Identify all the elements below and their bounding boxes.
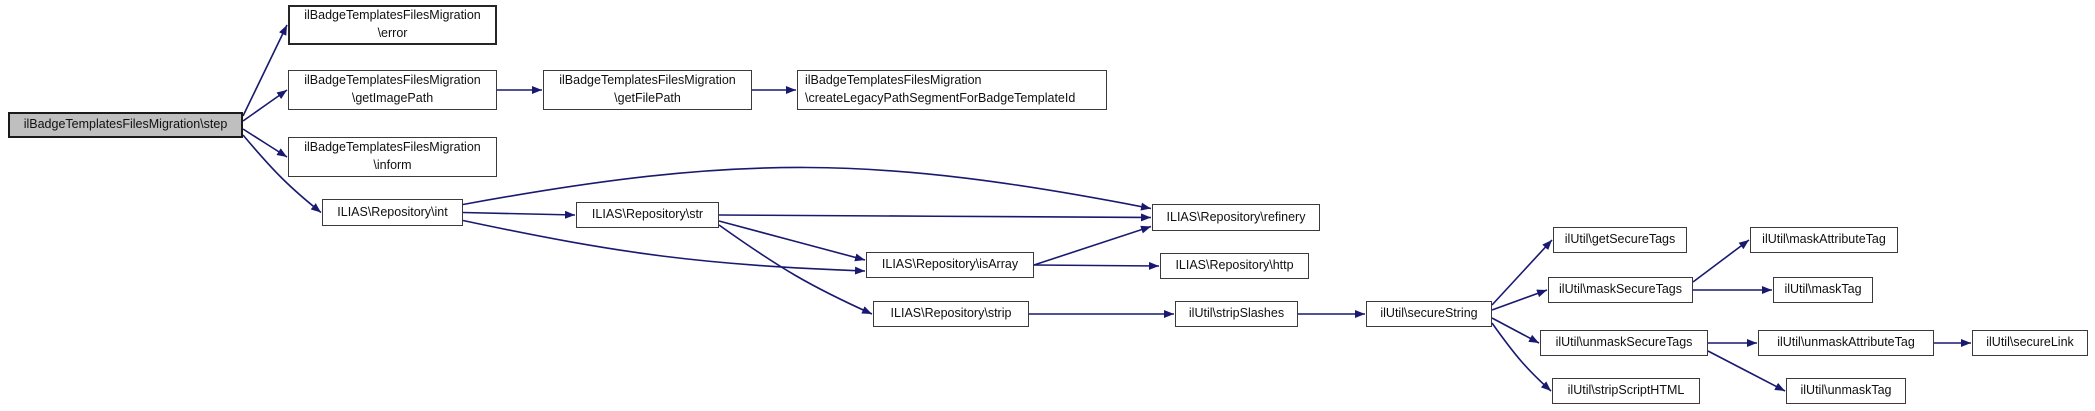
node-label: ilUtil\getSecureTags [1564,232,1676,247]
node-label: ILIAS\Repository\refinery [1166,209,1306,224]
node-label: ILIAS\Repository\http [1175,258,1294,273]
edge-secure-string-strip-script-html [1491,322,1552,392]
edge-secure-string-unmask-secure-tags [1491,317,1540,344]
node-label: ilUtil\maskTag [1784,282,1862,297]
edge-step-inform [242,128,288,158]
node-label: ilBadgeTemplatesFilesMigration [805,73,982,88]
node-label: \getImagePath [351,91,434,105]
edge-unmask-secure-tags-unmask-tag [1707,350,1786,392]
edge-int-str [462,210,576,219]
node-label: ilBadgeTemplatesFilesMigration [304,140,481,155]
node-label: \error [377,26,408,40]
node-error[interactable]: ilBadgeTemplatesFilesMigration \error [288,5,497,45]
edge-step-error [242,24,288,117]
node-label: ILIAS\Repository\strip [890,306,1012,321]
node-unmask-attribute-tag[interactable]: ilUtil\unmaskAttributeTag [1758,330,1934,356]
node-secure-link[interactable]: ilUtil\secureLink [1972,330,2088,356]
edge-step-get-image-path [242,89,288,122]
node-get-secure-tags[interactable]: ilUtil\getSecureTags [1553,227,1687,253]
node-get-file-path[interactable]: ilBadgeTemplatesFilesMigration \getFilePa… [543,70,752,110]
node-label: \createLegacyPathSegmentForBadgeTemplate… [805,91,1076,105]
node-create-legacy-path-segment[interactable]: ilBadgeTemplatesFilesMigration \createLeg… [797,70,1107,110]
node-unmask-tag[interactable]: ilUtil\unmaskTag [1786,378,1906,404]
node-unmask-secure-tags[interactable]: ilUtil\unmaskSecureTags [1540,330,1708,356]
node-label: ilUtil\maskAttributeTag [1762,232,1886,247]
node-strip-script-html[interactable]: ilUtil\stripScriptHTML [1552,378,1700,404]
node-label: ilUtil\stripScriptHTML [1567,383,1685,398]
node-mask-tag[interactable]: ilUtil\maskTag [1773,277,1873,303]
node-label: ilUtil\secureLink [1986,335,2074,350]
edge-mask-secure-tags-mask-attribute-tag [1692,239,1750,283]
node-label: ILIAS\Repository\str [591,207,704,222]
node-label: \getFilePath [614,91,681,105]
node-step: ilBadgeTemplatesFilesMigration\step [8,112,243,138]
edge-secure-string-mask-secure-tags [1491,289,1548,311]
node-label: ilUtil\unmaskSecureTags [1555,335,1693,350]
node-label: ilUtil\unmaskTag [1800,383,1892,398]
node-mask-attribute-tag[interactable]: ilUtil\maskAttributeTag [1750,227,1898,253]
node-refinery[interactable]: ILIAS\Repository\refinery [1152,204,1320,231]
edge-is-array-refinery [1033,225,1152,266]
node-strip[interactable]: ILIAS\Repository\strip [873,301,1029,327]
node-label: ilBadgeTemplatesFilesMigration [559,73,736,88]
edge-secure-string-get-secure-tags [1491,239,1553,306]
edge-str-strip [718,224,873,315]
node-label: ILIAS\Repository\isArray [881,257,1019,272]
node-label: \inform [373,158,412,172]
node-is-array[interactable]: ILIAS\Repository\isArray [866,252,1034,278]
node-inform[interactable]: ilBadgeTemplatesFilesMigration \inform [288,137,497,177]
node-str[interactable]: ILIAS\Repository\str [576,202,719,228]
node-label: ilBadgeTemplatesFilesMigration [304,73,481,88]
node-strip-slashes[interactable]: ilUtil\stripSlashes [1175,301,1298,327]
node-int[interactable]: ILIAS\Repository\int [322,199,463,226]
edge-is-array-http [1033,261,1160,270]
node-label: ilBadgeTemplatesFilesMigration [304,8,481,23]
edge-step-int [242,134,322,214]
node-mask-secure-tags[interactable]: ilUtil\maskSecureTags [1548,277,1693,303]
edge-int-is-array [462,219,866,275]
node-label: ilUtil\secureString [1380,306,1478,321]
node-http[interactable]: ILIAS\Repository\http [1160,253,1309,279]
node-label: ilUtil\unmaskAttributeTag [1777,335,1915,350]
node-secure-string[interactable]: ilUtil\secureString [1366,301,1492,327]
node-label: ilUtil\maskSecureTags [1559,282,1682,297]
edge-int-refinery [462,166,1152,211]
node-label: ILIAS\Repository\int [337,204,448,219]
edge-str-is-array [718,220,866,262]
edge-str-refinery [718,213,1152,222]
node-label: ilUtil\stripSlashes [1188,306,1285,321]
node-get-image-path[interactable]: ilBadgeTemplatesFilesMigration \getImageP… [288,70,497,110]
node-label: ilBadgeTemplatesFilesMigration\step [23,117,228,132]
